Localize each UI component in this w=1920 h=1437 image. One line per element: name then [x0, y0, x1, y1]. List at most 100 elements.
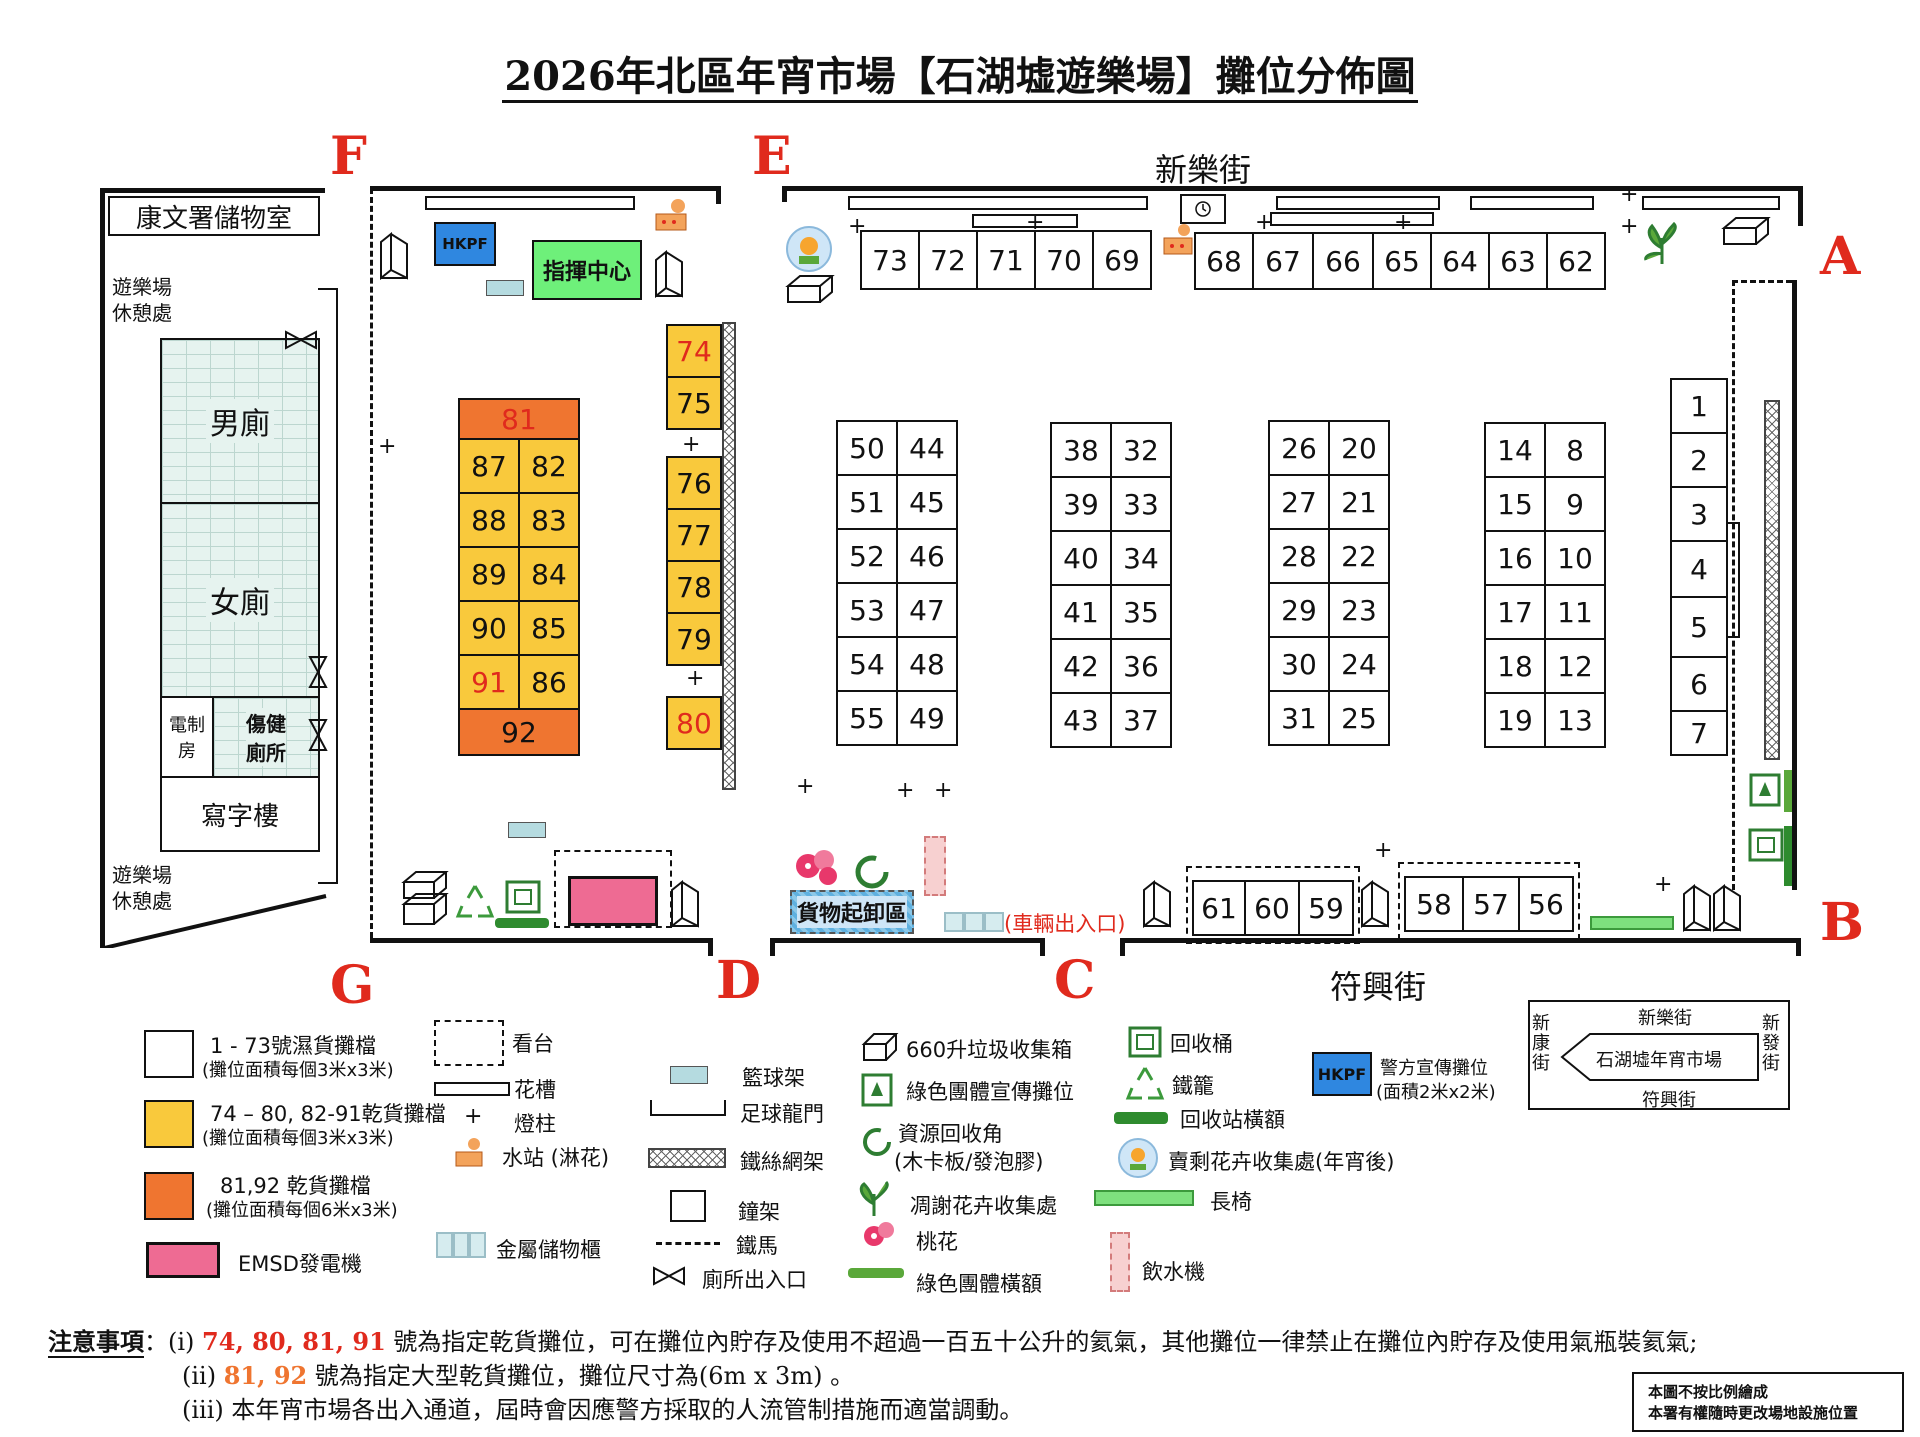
stall-78[interactable]: 78	[666, 560, 722, 614]
stall-70[interactable]: 70	[1034, 230, 1094, 290]
stall-45[interactable]: 45	[896, 474, 958, 530]
stall-41[interactable]: 41	[1050, 584, 1112, 640]
stall-89[interactable]: 89	[458, 546, 520, 602]
stall-4[interactable]: 4	[1670, 540, 1728, 598]
stall-85[interactable]: 85	[518, 600, 580, 656]
stall-88[interactable]: 88	[458, 492, 520, 548]
stall-16[interactable]: 16	[1484, 530, 1546, 586]
legend-recycle-corner-icon	[863, 1128, 891, 1156]
recycle-bin-icon	[505, 880, 541, 914]
stall-91[interactable]: 91	[458, 654, 520, 710]
stall-79[interactable]: 79	[666, 612, 722, 666]
stall-23[interactable]: 23	[1328, 582, 1390, 638]
lamp-post-icon: +	[1394, 210, 1413, 235]
stall-68[interactable]: 68	[1194, 232, 1254, 290]
stall-40[interactable]: 40	[1050, 530, 1112, 586]
stall-32[interactable]: 32	[1110, 422, 1172, 478]
stall-48[interactable]: 48	[896, 636, 958, 692]
stall-49[interactable]: 49	[896, 690, 958, 746]
stall-69[interactable]: 69	[1092, 230, 1152, 290]
stall-37[interactable]: 37	[1110, 692, 1172, 748]
stall-30[interactable]: 30	[1268, 636, 1330, 692]
stall-1[interactable]: 1	[1670, 378, 1728, 434]
stall-8[interactable]: 8	[1544, 422, 1606, 478]
stall-33[interactable]: 33	[1110, 476, 1172, 532]
stall-24[interactable]: 24	[1328, 636, 1390, 692]
stall-66[interactable]: 66	[1312, 232, 1374, 290]
stall-38[interactable]: 38	[1050, 422, 1112, 478]
stall-92[interactable]: 92	[458, 708, 580, 756]
stall-73[interactable]: 73	[860, 230, 920, 290]
stall-9[interactable]: 9	[1544, 476, 1606, 532]
stall-42[interactable]: 42	[1050, 638, 1112, 694]
stall-74[interactable]: 74	[666, 324, 722, 378]
stall-26[interactable]: 26	[1268, 420, 1330, 476]
stall-2[interactable]: 2	[1670, 432, 1728, 488]
stall-36[interactable]: 36	[1110, 638, 1172, 694]
stall-58[interactable]: 58	[1404, 876, 1464, 932]
stall-22[interactable]: 22	[1328, 528, 1390, 584]
stall-35[interactable]: 35	[1110, 584, 1172, 640]
stall-67[interactable]: 67	[1252, 232, 1314, 290]
stall-71[interactable]: 71	[976, 230, 1036, 290]
stall-50[interactable]: 50	[836, 420, 898, 476]
stall-86[interactable]: 86	[518, 654, 580, 710]
stall-34[interactable]: 34	[1110, 530, 1172, 586]
legend-wet-area: (攤位面積每個3米x3米)	[202, 1060, 394, 1081]
stall-43[interactable]: 43	[1050, 692, 1112, 748]
stall-83[interactable]: 83	[518, 492, 580, 548]
stall-18[interactable]: 18	[1484, 638, 1546, 694]
stall-90[interactable]: 90	[458, 600, 520, 656]
stall-51[interactable]: 51	[836, 474, 898, 530]
stall-56[interactable]: 56	[1518, 876, 1574, 932]
stall-28[interactable]: 28	[1268, 528, 1330, 584]
stall-11[interactable]: 11	[1544, 584, 1606, 640]
stall-44[interactable]: 44	[896, 420, 958, 476]
stall-47[interactable]: 47	[896, 582, 958, 638]
stall-55[interactable]: 55	[836, 690, 898, 746]
stall-59[interactable]: 59	[1298, 880, 1354, 936]
stall-61[interactable]: 61	[1192, 880, 1246, 936]
stall-57[interactable]: 57	[1462, 876, 1520, 932]
legend-bell-frame-swatch	[670, 1190, 706, 1222]
stall-64[interactable]: 64	[1430, 232, 1490, 290]
stall-19[interactable]: 19	[1484, 692, 1546, 748]
stall-39[interactable]: 39	[1050, 476, 1112, 532]
stall-7[interactable]: 7	[1670, 710, 1728, 756]
stall-54[interactable]: 54	[836, 636, 898, 692]
stall-29[interactable]: 29	[1268, 582, 1330, 638]
stall-75[interactable]: 75	[666, 376, 722, 430]
stall-20[interactable]: 20	[1328, 420, 1390, 476]
stall-6[interactable]: 6	[1670, 656, 1728, 712]
stall-77[interactable]: 77	[666, 508, 722, 562]
stall-21[interactable]: 21	[1328, 474, 1390, 530]
stall-87[interactable]: 87	[458, 438, 520, 494]
stall-65[interactable]: 65	[1372, 232, 1432, 290]
stall-12[interactable]: 12	[1544, 638, 1606, 694]
stall-17[interactable]: 17	[1484, 584, 1546, 640]
stall-60[interactable]: 60	[1244, 880, 1300, 936]
stall-15[interactable]: 15	[1484, 476, 1546, 532]
stall-80[interactable]: 80	[666, 696, 722, 750]
legend-barrier: 鐵馬	[736, 1234, 778, 1258]
stall-14[interactable]: 14	[1484, 422, 1546, 478]
stall-10[interactable]: 10	[1544, 530, 1606, 586]
stall-62[interactable]: 62	[1546, 232, 1606, 290]
wire-fence	[722, 322, 736, 790]
stall-76[interactable]: 76	[666, 456, 722, 510]
stall-72[interactable]: 72	[918, 230, 978, 290]
stall-63[interactable]: 63	[1488, 232, 1548, 290]
stall-52[interactable]: 52	[836, 528, 898, 584]
stall-13[interactable]: 13	[1544, 692, 1606, 748]
stall-25[interactable]: 25	[1328, 690, 1390, 746]
stall-27[interactable]: 27	[1268, 474, 1330, 530]
bell-frame-icon	[1361, 880, 1389, 928]
stall-46[interactable]: 46	[896, 528, 958, 584]
stall-82[interactable]: 82	[518, 438, 580, 494]
stall-31[interactable]: 31	[1268, 690, 1330, 746]
stall-3[interactable]: 3	[1670, 486, 1728, 542]
stall-5[interactable]: 5	[1670, 596, 1728, 658]
stall-84[interactable]: 84	[518, 546, 580, 602]
stall-81[interactable]: 81	[458, 398, 580, 440]
stall-53[interactable]: 53	[836, 582, 898, 638]
